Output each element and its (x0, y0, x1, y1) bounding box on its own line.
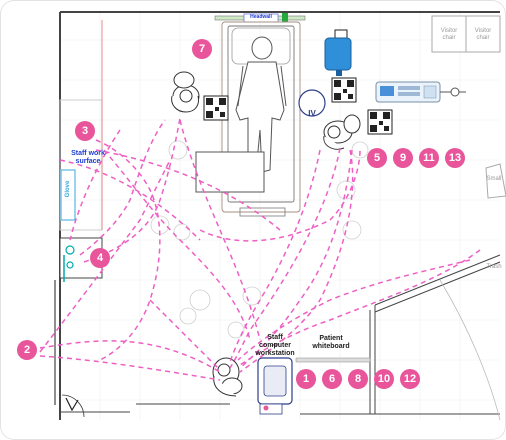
headwall-indicator (282, 13, 288, 22)
iv-pole-circle (298, 89, 326, 117)
small-table (485, 163, 506, 199)
patient-whiteboard-label-1: Patient (319, 335, 343, 342)
angled-wall (369, 254, 501, 414)
staff-workstation-label-1: Staff (267, 334, 283, 341)
marker-1[interactable]: 1 (296, 369, 316, 389)
marker-5[interactable]: 5 (367, 148, 387, 168)
overbed-table (195, 151, 265, 193)
ghost-figures (150, 140, 369, 339)
sink-drain-icon (65, 245, 75, 255)
marker-2[interactable]: 2 (17, 340, 37, 360)
staff-workstation-label-2: computer (259, 342, 291, 349)
glove-label: Glove (65, 180, 71, 198)
visitor-chair-1-line-2: chair (442, 35, 456, 41)
marker-6[interactable]: 6 (322, 369, 342, 389)
marker-13[interactable]: 13 (445, 148, 465, 168)
infusion-pump-icon (375, 81, 466, 103)
door-swing-arrow (65, 397, 79, 412)
iv-label: IV (308, 109, 316, 118)
workstation-screen (263, 365, 287, 397)
staff-work-surface-label-2: surface (75, 158, 101, 165)
nurse-figure-right (323, 114, 361, 150)
glove-box (60, 169, 76, 221)
visitor-chair-2-line-1: Visitor (474, 28, 492, 34)
staff-workstation-label-3: workstation (255, 350, 295, 357)
staff-work-surface-label-1: Staff work (71, 150, 105, 157)
visitor-chair-2-line-2: chair (476, 35, 490, 41)
patient-whiteboard-strip (295, 357, 371, 363)
nurse-figure-top (171, 71, 200, 113)
qr-code-pump (367, 109, 393, 135)
trash-label: Trash (486, 264, 502, 270)
patient-figure (235, 36, 287, 173)
marker-7[interactable]: 7 (192, 39, 212, 59)
nurse-figure-bottom (212, 357, 243, 397)
workstation-dot (263, 405, 269, 411)
marker-9[interactable]: 9 (393, 148, 413, 168)
visitor-chair-1 (431, 15, 467, 53)
marker-12[interactable]: 12 (400, 369, 420, 389)
door-arc-right (439, 279, 501, 421)
small-table-label: Small (486, 176, 502, 182)
patient-whiteboard-label-2: whiteboard (312, 343, 350, 350)
qr-code-iv (331, 77, 357, 103)
movement-paths (39, 117, 481, 381)
visitor-chair-2 (465, 15, 501, 53)
marker-10[interactable]: 10 (374, 369, 394, 389)
marker-11[interactable]: 11 (419, 148, 439, 168)
marker-8[interactable]: 8 (348, 369, 368, 389)
headwall-label: Headwall (250, 14, 272, 20)
sink-tap-icon (66, 261, 74, 269)
qr-code-left (203, 95, 229, 121)
marker-4[interactable]: 4 (90, 248, 110, 268)
visitor-chair-1-line-1: Visitor (440, 28, 458, 34)
workstation-base (259, 403, 283, 415)
marker-3[interactable]: 3 (75, 121, 95, 141)
iv-bag-icon (324, 29, 352, 76)
